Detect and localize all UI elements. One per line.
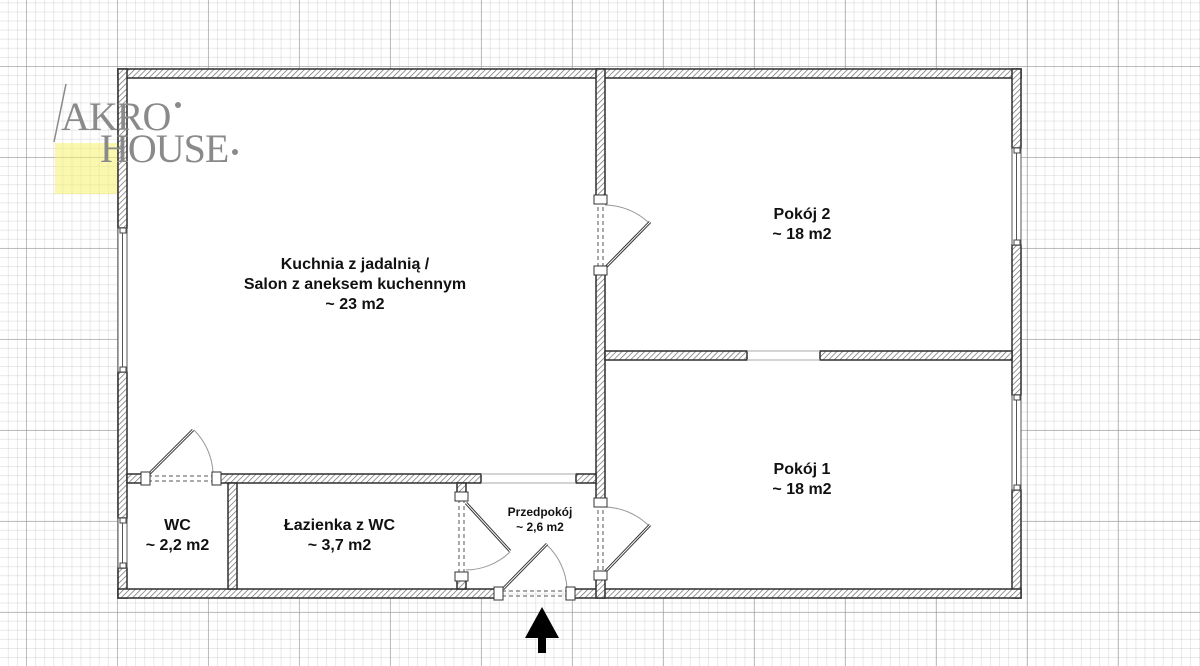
room-area: ~ 3,7 m2 xyxy=(307,537,372,554)
room-area: ~ 18 m2 xyxy=(772,481,832,498)
room-name: Przedpokój xyxy=(507,505,573,519)
room-opening xyxy=(747,350,820,361)
doors xyxy=(147,200,652,597)
room-area: ~ 2,6 m2 xyxy=(516,520,564,534)
room-label-pokoj2: Pokój 2 ~ 18 m2 xyxy=(702,205,902,245)
room-name: WC xyxy=(164,517,191,534)
arrow-up-icon xyxy=(525,607,559,653)
room-name: Pokój 2 xyxy=(773,206,831,223)
room-name: Kuchnia z jadalnią / xyxy=(280,256,430,273)
room-label-przedpokoj: Przedpokój ~ 2,6 m2 xyxy=(490,505,590,535)
interior-floor xyxy=(127,78,1012,589)
window-jambs xyxy=(119,147,1021,569)
room-area: ~ 2,2 m2 xyxy=(145,537,210,554)
logo-text-house: HOUSE xyxy=(100,126,229,171)
room-area: ~ 18 m2 xyxy=(772,226,832,243)
room-name: Łazienka z WC xyxy=(283,517,396,534)
room-label-lazienka: Łazienka z WC ~ 3,7 m2 xyxy=(237,516,442,556)
logo: AKRO HOUSE xyxy=(52,82,252,202)
door-jambs xyxy=(140,194,608,601)
room-name: Pokój 1 xyxy=(773,461,831,478)
logo-text-akro: AKRO xyxy=(61,94,171,139)
archway xyxy=(481,473,576,484)
room-label-pokoj1: Pokój 1 ~ 18 m2 xyxy=(702,460,902,500)
walls xyxy=(117,68,1022,599)
logo-slash-icon xyxy=(53,83,238,155)
room-area: ~ 23 m2 xyxy=(325,296,385,313)
room-name-line2: Salon z aneksem kuchennym xyxy=(243,276,467,293)
room-label-wc: WC ~ 2,2 m2 xyxy=(127,516,228,556)
room-label-kitchen: Kuchnia z jadalnią / Salon z aneksem kuc… xyxy=(200,255,510,315)
